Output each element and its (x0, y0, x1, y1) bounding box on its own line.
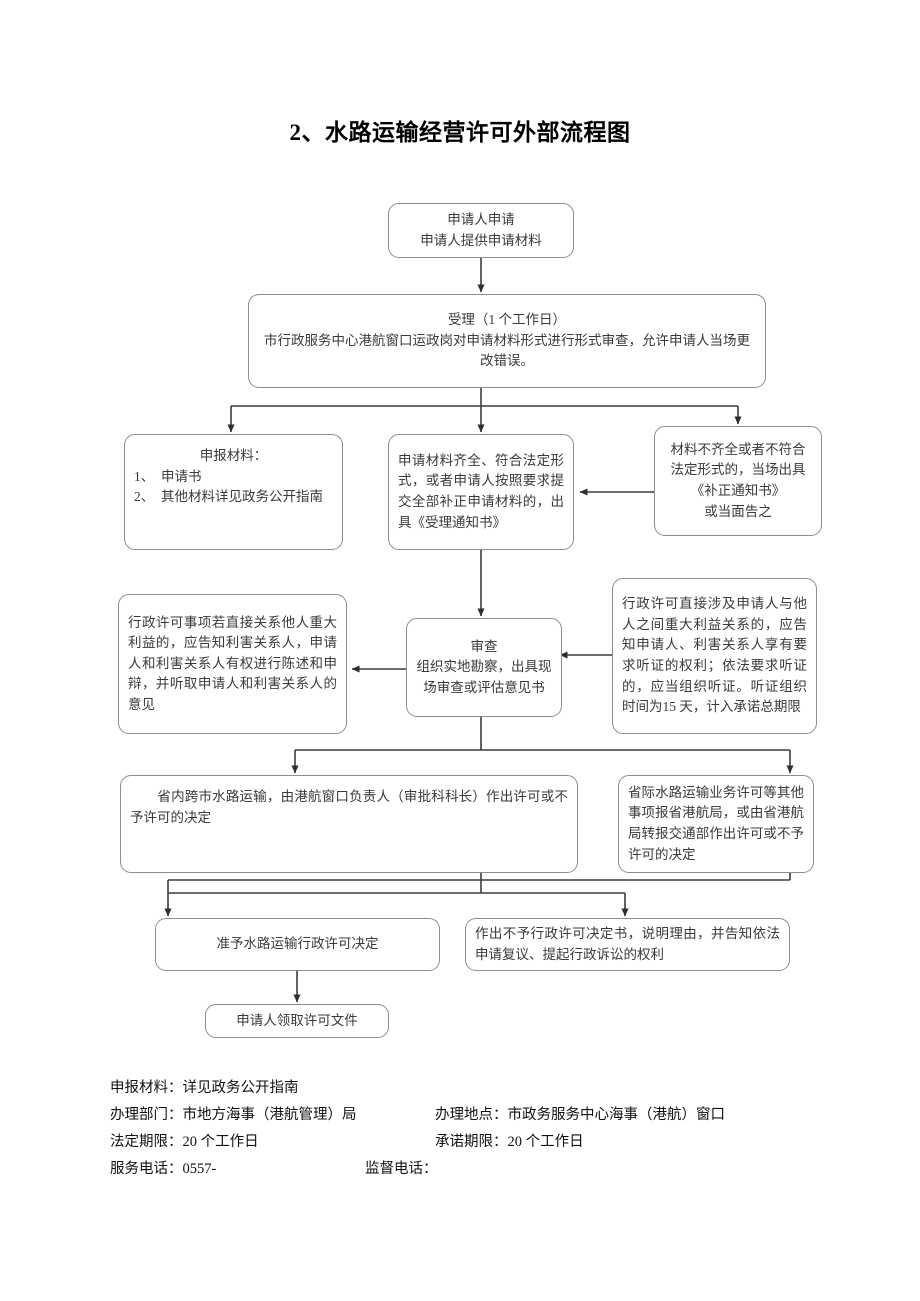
footer-label-location: 办理地点： (435, 1107, 508, 1123)
footer-label-legal-term: 法定期限： (110, 1134, 183, 1150)
node-review: 审查 组织实地勘察，出具现场审查或评估意见书 (406, 618, 562, 717)
materials-item-2: 2、 其他材料详见政务公开指南 (134, 489, 323, 505)
node-materials-incomplete: 材料不齐全或者不符合法定形式的，当场出具《补正通知书》 或当面告之 (654, 426, 822, 536)
node-collect-document: 申请人领取许可文件 (205, 1004, 389, 1038)
footer-col2-supervise-phone: 监督电话： (365, 1156, 438, 1183)
footer-info: 申报材料：详见政务公开指南 办理部门：市地方海事（港航管理）局 办理地点：市政务… (110, 1075, 870, 1183)
footer-value-promise-term: 20 个工作日 (507, 1134, 584, 1150)
footer-row: 申报材料：详见政务公开指南 (110, 1075, 870, 1102)
node-materials-complete: 申请材料齐全、符合法定形式，或者申请人按照要求提交全部补正申请材料的，出具《受理… (388, 434, 574, 550)
footer-value-legal-term: 20 个工作日 (182, 1134, 259, 1150)
footer-row: 法定期限：20 个工作日 承诺期限：20 个工作日 (110, 1129, 870, 1156)
node-applicant-apply: 申请人申请 申请人提供申请材料 (388, 203, 574, 258)
footer-col2-promise-term: 承诺期限：20 个工作日 (435, 1129, 584, 1156)
node-acceptance: 受理（1 个工作日） 市行政服务中心港航窗口运政岗对申请材料形式进行形式审查，允… (248, 294, 766, 388)
node-declaration-materials: 申报材料： 1、 申请书 2、 其他材料详见政务公开指南 (124, 434, 343, 550)
footer-label-department: 办理部门： (110, 1107, 183, 1123)
footer-row: 办理部门：市地方海事（港航管理）局 办理地点：市政务服务中心海事（港航）窗口 (110, 1102, 870, 1129)
footer-value-materials: 详见政务公开指南 (182, 1080, 299, 1096)
node-grant-permit: 准予水路运输行政许可决定 (155, 918, 440, 971)
footer-label-promise-term: 承诺期限： (435, 1134, 508, 1150)
node-refuse-permit: 作出不予行政许可决定书，说明理由，并告知依法申请复议、提起行政诉讼的权利 (465, 918, 790, 971)
footer-label-service-phone: 服务电话： (110, 1161, 183, 1177)
node-decision-inter-province: 省际水路运输业务许可等其他事项报省港航局，或由省港航局转报交通部作出许可或不予许… (618, 775, 814, 873)
materials-title: 申报材料： (199, 448, 268, 463)
node-decision-intra-province: 省内跨市水路运输，由港航窗口负责人（审批科科长）作出许可或不予许可的决定 (120, 775, 578, 873)
footer-row: 服务电话：0557- 监督电话： (110, 1156, 870, 1183)
footer-label-materials: 申报材料： (110, 1080, 183, 1096)
page-title: 2、水路运输经营许可外部流程图 (289, 120, 631, 145)
materials-item-1: 1、 申请书 (134, 468, 202, 484)
footer-value-location: 市政务服务中心海事（港航）窗口 (507, 1107, 726, 1123)
footer-value-service-phone: 0557- (182, 1161, 217, 1177)
footer-value-department: 市地方海事（港航管理）局 (182, 1107, 357, 1123)
node-stakeholder-notice: 行政许可事项若直接关系他人重大利益的，应告知利害关系人，申请人和利害关系人有权进… (118, 594, 347, 734)
footer-label-supervise-phone: 监督电话： (365, 1161, 438, 1177)
node-hearing-rights: 行政许可直接涉及申请人与他人之间重大利益关系的，应告知申请人、利害关系人享有要求… (612, 578, 817, 734)
footer-col2-location: 办理地点：市政务服务中心海事（港航）窗口 (435, 1102, 725, 1129)
